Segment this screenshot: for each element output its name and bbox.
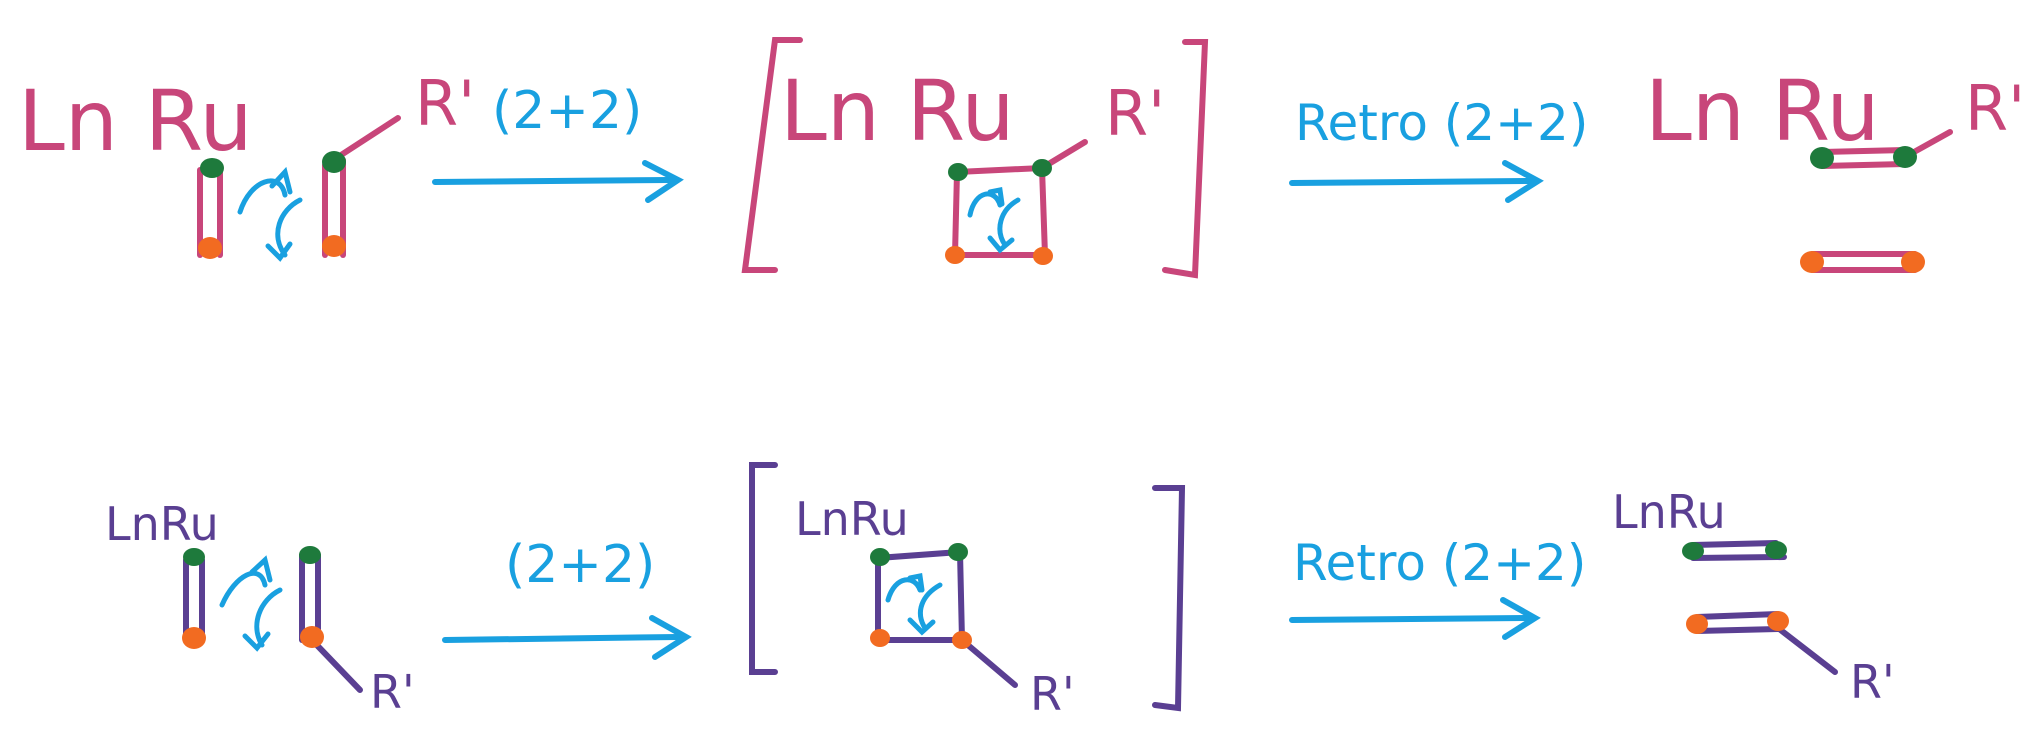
top-reactant-alkene-bond: [322, 115, 401, 258]
bottom-reactant-green-atom: [183, 548, 205, 566]
bottom-intermediate-orange-atom: [870, 629, 890, 647]
top-intermediate-green-atom-2: [1032, 159, 1052, 177]
top-product-orange-atom: [1800, 251, 1824, 273]
bottom-intermediate-substituent: R': [1030, 667, 1075, 721]
bottom-reactant-orange-atom-2: [300, 626, 324, 648]
bottom-retro-arrow: Retro (2+2): [1289, 534, 1586, 640]
top-reactant-green-atom: [200, 158, 224, 178]
bottom-intermediate-green-atom-2: [948, 543, 968, 561]
top-reactant-electron-arrows: [237, 166, 303, 262]
top-reactant-substituent: R': [415, 67, 475, 140]
top-intermediate-green-atom: [948, 163, 968, 181]
top-intermediate-metal: Ln Ru: [780, 62, 1015, 160]
top-product-metal: Ln Ru: [1645, 62, 1880, 160]
bottom-reactant-green-atom-2: [299, 546, 321, 564]
bottom-step1-label: (2+2): [505, 535, 655, 595]
top-product-green-atom: [1810, 147, 1834, 169]
top-step1-label: (2+2): [492, 81, 642, 141]
bottom-intermediate-orange-atom-2: [952, 631, 972, 649]
top-reactant: Ln Ru R': [18, 67, 475, 262]
top-reactant-alkylidene-bond: [197, 167, 223, 258]
top-reactant-orange-atom-2: [322, 235, 346, 257]
bottom-product-substituent: R': [1850, 655, 1895, 709]
top-reactant-orange-atom: [198, 237, 222, 259]
top-forward-arrow: (2+2): [432, 81, 684, 203]
bottom-intermediate-green-atom: [870, 548, 890, 566]
bottom-product-green-atom-2: [1765, 541, 1787, 559]
top-product-orange-atom-2: [1901, 251, 1925, 273]
top-reactant-green-atom-2: [322, 151, 346, 173]
bottom-forward-arrow: (2+2): [442, 535, 692, 660]
top-product-substituent: R': [1965, 72, 2025, 145]
top-intermediate-orange-atom: [945, 246, 965, 264]
bottom-reactant-substituent: R': [370, 665, 415, 719]
bottom-reactant-metal: LnRu: [105, 497, 219, 551]
bottom-product: LnRu R': [1612, 485, 1895, 709]
top-row: Ln Ru R' (2+2): [18, 37, 2025, 279]
bottom-product-orange-atom-2: [1767, 611, 1789, 631]
bottom-row: LnRu R' (2+2): [105, 462, 1895, 721]
bottom-product-green-atom: [1682, 542, 1704, 560]
top-intermediate-brackets: [741, 37, 1209, 279]
bottom-reactant: LnRu R': [105, 497, 415, 719]
top-product: Ln Ru R': [1645, 62, 2025, 273]
bottom-reactant-orange-atom: [182, 627, 206, 649]
bottom-reactant-electron-arrows: [219, 555, 283, 652]
bottom-product-metal: LnRu: [1612, 485, 1726, 539]
top-retro-arrow: Retro (2+2): [1289, 94, 1588, 203]
top-intermediate-electron-arrows: [967, 187, 1021, 254]
top-reactant-metal: Ln Ru: [18, 72, 253, 170]
top-intermediate: Ln Ru R': [741, 37, 1209, 279]
top-intermediate-orange-atom-2: [1033, 247, 1053, 265]
bottom-intermediate-electron-arrows: [885, 573, 943, 636]
bottom-product-orange-atom: [1686, 614, 1708, 634]
top-step2-label: Retro (2+2): [1295, 94, 1588, 152]
top-product-green-atom-2: [1893, 146, 1917, 168]
top-intermediate-substituent: R': [1105, 77, 1165, 150]
bottom-step2-label: Retro (2+2): [1293, 534, 1586, 592]
bottom-intermediate-metal: LnRu: [795, 492, 909, 546]
bottom-intermediate-brackets: [749, 462, 1186, 712]
bottom-intermediate: LnRu R': [749, 462, 1186, 721]
